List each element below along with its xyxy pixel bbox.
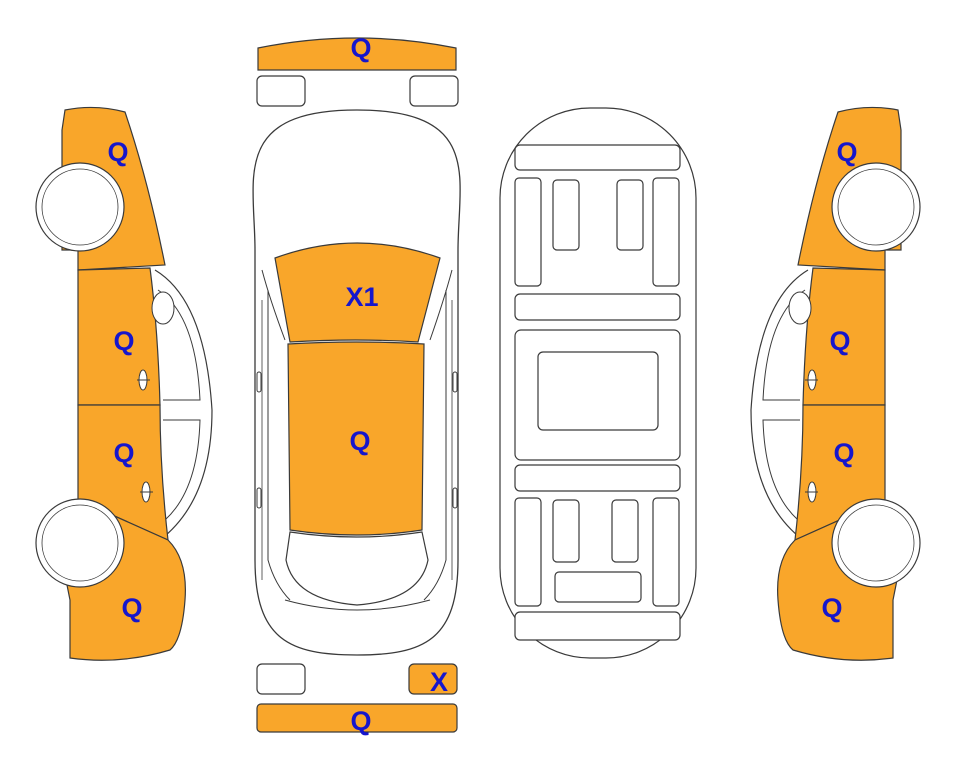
label-roof: Q bbox=[349, 426, 370, 456]
roof-panel[interactable] bbox=[287, 341, 425, 536]
rear-window-panel[interactable] bbox=[285, 531, 429, 606]
left-front-wheel[interactable] bbox=[35, 162, 125, 252]
right-rear-wheel[interactable] bbox=[831, 498, 921, 588]
label-right-rear-quarter: Q bbox=[821, 593, 842, 623]
label-left-front-door: Q bbox=[113, 326, 134, 356]
headlamp-left[interactable] bbox=[256, 75, 306, 107]
label-left-rear-door: Q bbox=[113, 438, 134, 468]
label-left-rear-quarter: Q bbox=[121, 593, 142, 623]
left-side-view bbox=[35, 106, 213, 661]
taillamp-right-panel[interactable] bbox=[408, 663, 458, 695]
label-windshield: X1 bbox=[345, 282, 378, 312]
right-front-wheel[interactable] bbox=[831, 162, 921, 252]
label-front-bumper: Q bbox=[350, 33, 371, 63]
rear-bumper-panel[interactable] bbox=[256, 703, 458, 733]
label-right-rear-door: Q bbox=[833, 438, 854, 468]
underbody-view bbox=[499, 107, 697, 659]
label-left-front-fender: Q bbox=[107, 137, 128, 167]
left-rear-wheel[interactable] bbox=[35, 498, 125, 588]
label-right-front-fender: Q bbox=[836, 137, 857, 167]
label-rear-right-lamp: X bbox=[430, 667, 448, 697]
windshield-panel[interactable] bbox=[274, 242, 441, 343]
label-right-front-door: Q bbox=[829, 326, 850, 356]
right-side-view bbox=[750, 106, 921, 661]
label-rear-bumper: Q bbox=[350, 706, 371, 736]
headlamp-right[interactable] bbox=[409, 75, 459, 107]
front-bumper-panel[interactable] bbox=[257, 37, 457, 71]
taillamp-left[interactable] bbox=[256, 663, 306, 695]
top-view-car bbox=[252, 37, 461, 733]
